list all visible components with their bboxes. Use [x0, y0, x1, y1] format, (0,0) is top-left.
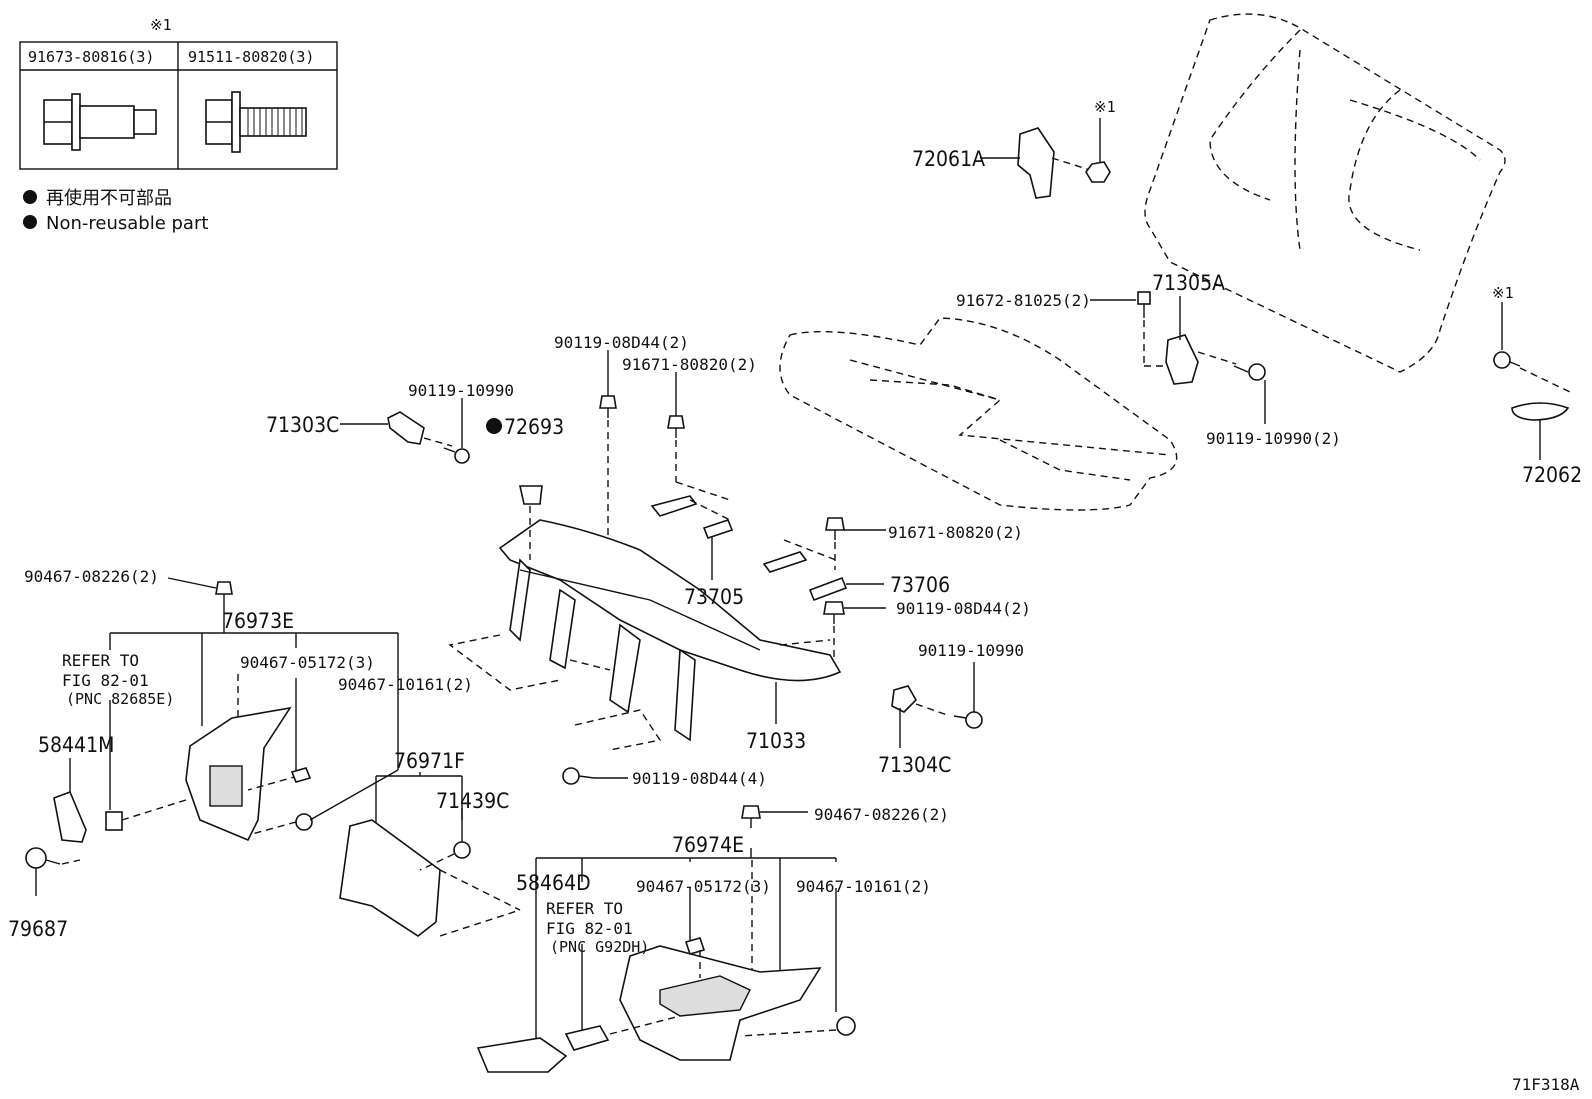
label-58464D: 58464D [516, 871, 591, 895]
label-73705: 73705 [684, 585, 744, 609]
bolt-table-note-mark: ※1 [150, 16, 172, 34]
label-90119-10990-a: 90119-10990 [408, 381, 514, 400]
legend-japanese: 再使用不可部品 [46, 188, 172, 209]
trim-76973E-group [105, 581, 399, 842]
figure-id: 71F318A [1512, 1075, 1580, 1094]
label-71439C: 71439C [436, 789, 509, 813]
cap-72693-icon [519, 485, 543, 560]
seat-frame-71033 [448, 519, 842, 751]
clip-72062-icon [1493, 351, 1571, 421]
label-71305A: 71305A [1152, 271, 1225, 295]
label-refer1-c: (PNC 82685E) [66, 690, 174, 708]
non-reusable-dot-icon [23, 190, 37, 204]
trim-76971F-group [339, 772, 521, 937]
part-labels: 72061A ※1 71305A 91672-81025(2) 90119-10… [8, 98, 1582, 1094]
label-90119-10990-b: 90119-10990 [918, 641, 1024, 660]
non-reusable-72693-icon [486, 418, 502, 434]
label-71303C: 71303C [266, 413, 339, 437]
label-90119-10990-2: 90119-10990(2) [1206, 429, 1341, 448]
label-90467-05172-b: 90467-05172(3) [636, 877, 771, 896]
trim-76974E-group [476, 805, 856, 1073]
label-58441M: 58441M [38, 733, 114, 757]
label-76974E: 76974E [672, 833, 744, 857]
label-90467-10161-b: 90467-10161(2) [796, 877, 931, 896]
label-79687: 79687 [8, 917, 68, 941]
bracket-71304C-icon [891, 685, 983, 729]
label-90119-08D44-bottom: 90119-08D44(4) [632, 769, 767, 788]
seat-back-outline [1144, 13, 1506, 373]
non-reusable-dot-icon [23, 215, 37, 229]
label-71304C: 71304C [878, 753, 951, 777]
bolt-table: ※1 91673-80816(3) 91511-80820(3) [19, 16, 338, 170]
label-mark1: ※1 [1094, 98, 1116, 116]
label-90467-05172-a: 90467-05172(3) [240, 653, 375, 672]
label-71033: 71033 [746, 729, 806, 753]
label-90119-08D44-mid: 90119-08D44(2) [896, 599, 1031, 618]
label-72693: 72693 [504, 415, 564, 439]
label-76973E: 76973E [222, 609, 294, 633]
label-refer2-c: (PNC G92DH) [550, 938, 649, 956]
pad-58441M-icon [53, 758, 87, 843]
bracket-73705-icon [650, 495, 734, 539]
label-72062: 72062 [1522, 463, 1582, 487]
label-refer1-b: FIG 82-01 [62, 671, 149, 690]
bracket-71305A-icon [1137, 291, 1266, 385]
bolt-91511-icon [205, 91, 307, 153]
bolt-90119-08D44-top-icon [599, 395, 617, 540]
bolt-90119-08D44-mid-icon [823, 601, 845, 660]
label-refer2-b: FIG 82-01 [546, 919, 633, 938]
label-76971F: 76971F [394, 749, 465, 773]
bolt-91673-icon [43, 93, 157, 151]
clip-79687-icon [25, 847, 81, 896]
label-90467-08226-a: 90467-08226(2) [24, 567, 159, 586]
label-91672-81025: 91672-81025(2) [956, 291, 1091, 310]
leader-lines [167, 118, 1541, 842]
bracket-71303C-icon [387, 411, 470, 464]
bolt-91671-top-icon [667, 415, 731, 501]
label-72061A: 72061A [912, 147, 985, 171]
label-90467-08226-b: 90467-08226(2) [814, 805, 949, 824]
label-90467-10161-a: 90467-10161(2) [338, 675, 473, 694]
label-91671-80820-top: 91671-80820(2) [622, 355, 757, 374]
label-mark2: ※1 [1492, 284, 1514, 302]
bracket-73706-icon [762, 539, 848, 602]
bracket-72061A-icon [1017, 127, 1111, 199]
bolt-col1-label: 91673-80816(3) [28, 48, 154, 66]
legend: 再使用不可部品 Non-reusable part [23, 188, 208, 234]
label-refer2-a: REFER TO [546, 899, 623, 918]
label-73706: 73706 [890, 573, 950, 597]
bolt-90119-08D44-bottom-icon [562, 767, 595, 785]
legend-english: Non-reusable part [46, 213, 208, 234]
bolt-91671-mid-icon [825, 517, 845, 570]
seat-cushion-outline [779, 317, 1178, 511]
label-91671-80820-mid: 91671-80820(2) [888, 523, 1023, 542]
label-refer1-a: REFER TO [62, 651, 139, 670]
label-90119-08D44-top: 90119-08D44(2) [554, 333, 689, 352]
bolt-col2-label: 91511-80820(3) [188, 48, 314, 66]
